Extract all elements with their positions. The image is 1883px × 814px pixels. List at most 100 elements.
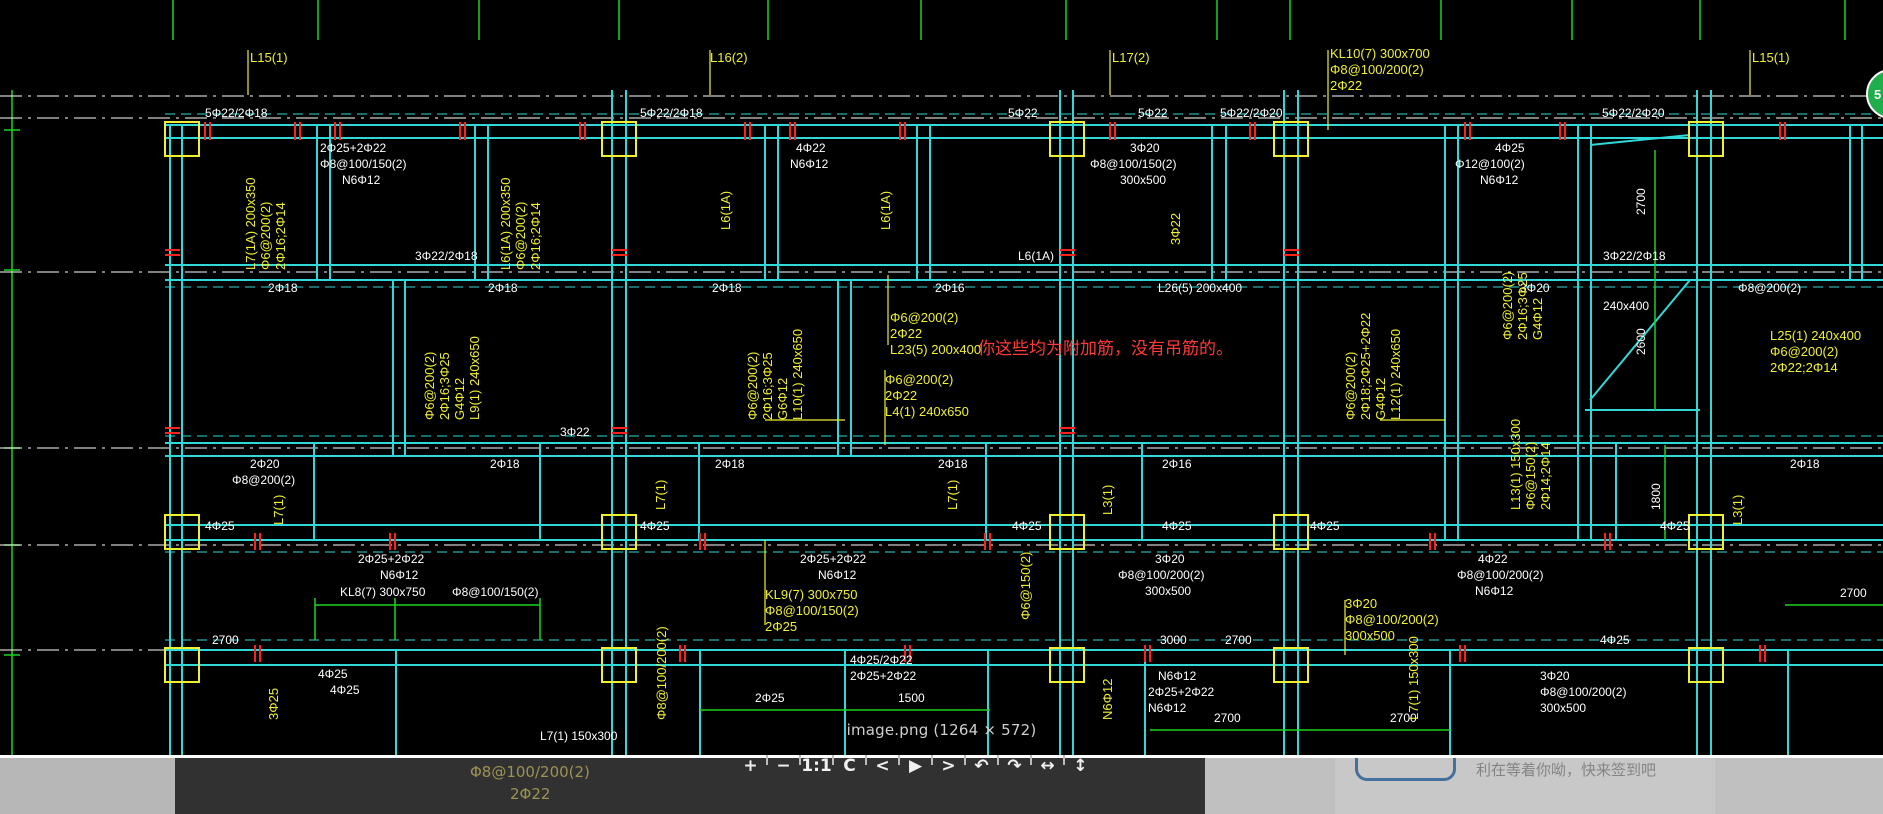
beam-label: L7(1) [271, 495, 286, 525]
rebar-label: 4Φ25 [318, 667, 348, 681]
background-rebar-text: 2Φ22 [510, 785, 551, 803]
rebar-label: N6Φ12 [380, 568, 419, 582]
leader-lines [247, 50, 1751, 655]
rebar-label: L6(1A) [1018, 249, 1054, 263]
stirrup-marks [165, 122, 1786, 662]
background-page: Φ8@100/200(2) 2Φ22 利在等着你呦，快来签到吧 [0, 755, 1883, 814]
dimension-label: 2700 [1390, 711, 1417, 725]
rebar-label: 2Φ25+2Φ22 [358, 552, 425, 566]
rebar-label: 2Φ25+2Φ22 [320, 141, 387, 155]
image-viewer: 你这些均为附加筋，没有吊筋的。 L15(1) L16(2) L17(2) KL1… [0, 0, 1883, 755]
beam-label: 2Φ22 [890, 326, 922, 341]
rebar-label: 240x400 [1603, 299, 1649, 313]
beam-label: L17(2) [1112, 50, 1150, 65]
beam-label: L7(1) [945, 480, 960, 510]
rebar-label: Φ12@100(2) [1455, 157, 1525, 171]
rebar-label: 3Φ20 [1130, 141, 1160, 155]
reset-button[interactable]: C [843, 756, 856, 776]
beam-label: Φ6@200(2) [513, 202, 528, 270]
dimension-label: 2700 [1214, 711, 1241, 725]
beam-label: L15(1) [250, 50, 288, 65]
beam-label: 2Φ16;3Φ25 [760, 352, 775, 420]
rebar-label: 3Φ20 [1520, 281, 1550, 295]
beam-label: L23(5) 200x400 [890, 342, 981, 357]
viewer-toolbar: + − 1:1 C < ▶ > ↶ ↷ ↔ ↕ [735, 753, 1096, 779]
beam-label: L25(1) 240x400 [1770, 328, 1861, 343]
rebar-label: 3Φ22/2Φ18 [415, 249, 478, 263]
beam-label: L15(1) [1752, 50, 1790, 65]
image-caption: image.png (1264 × 572) [846, 721, 1037, 739]
rebar-label: N6Φ12 [1480, 173, 1519, 187]
beam-label: Φ6@200(2) [1343, 352, 1358, 420]
beam-label: L13(1) 150x300 [1508, 419, 1523, 510]
rebar-label: 2Φ18 [712, 281, 742, 295]
rebar-label: 2Φ18 [1790, 457, 1820, 471]
rebar-label: N6Φ12 [1158, 669, 1197, 683]
beam-label: Φ6@200(2) [890, 310, 958, 325]
beam-label: Φ6@200(2) [1770, 344, 1838, 359]
rebar-label: Φ8@200(2) [1738, 281, 1801, 295]
play-icon[interactable]: ▶ [908, 756, 923, 776]
zoom-in-button[interactable]: + [743, 756, 758, 776]
beam-label: L3(1) [1100, 485, 1115, 515]
rotate-right-icon[interactable]: ↷ [1007, 756, 1022, 776]
beam-label: L6(1A) [718, 191, 733, 230]
beam-label: Φ6@200(2) [258, 202, 273, 270]
beam-label: 2Φ18;2Φ25+2Φ22 [1358, 313, 1373, 420]
next-button[interactable]: > [941, 756, 956, 776]
beam-label: Φ8@100/200(2) [654, 626, 669, 720]
flip-vertical-icon[interactable]: ↕ [1073, 756, 1088, 776]
rebar-label: L7(1) 150x300 [540, 729, 618, 743]
rebar-label: 2700 [1225, 633, 1252, 647]
beam-label: L6(1A) 200x350 [498, 177, 513, 270]
rebar-label: 4Φ25 [1310, 519, 1340, 533]
rebar-label: Φ8@100/200(2) [1457, 568, 1543, 582]
beam-label: Φ6@200(2) [885, 372, 953, 387]
rotate-left-icon[interactable]: ↶ [974, 756, 989, 776]
beam-label: L7(1) 150x300 [1406, 636, 1421, 720]
rebar-label: 4Φ22 [796, 141, 826, 155]
beam-label: KL10(7) 300x700 [1330, 46, 1430, 61]
beam-label: N6Φ12 [1100, 679, 1115, 720]
previous-button[interactable]: < [875, 756, 890, 776]
dimension-label: 1800 [1649, 483, 1663, 510]
rebar-label: N6Φ12 [342, 173, 381, 187]
rebar-label: 2Φ16 [935, 281, 965, 295]
rebar-label: 2Φ25+2Φ22 [800, 552, 867, 566]
beam-label: L12(1) 240x650 [1388, 329, 1403, 420]
beam-label: G4Φ12 [1373, 378, 1388, 420]
actual-size-button[interactable]: 1:1 [801, 756, 832, 776]
rebar-label: 4Φ25 [640, 519, 670, 533]
beam-label: L7(1A) 200x350 [243, 177, 258, 270]
beam-label: G4Φ12 [452, 378, 467, 420]
rebar-label: 3Φ22 [560, 425, 590, 439]
rebar-label: Φ8@100/200(2) [1540, 685, 1626, 699]
rebar-label: 3000 [1160, 633, 1187, 647]
beam-label: L4(1) 240x650 [885, 404, 969, 419]
beam-label: 3Φ22 [1168, 213, 1183, 245]
rebar-label: 5Φ22/2Φ18 [205, 106, 268, 120]
rebar-label: 2700 [212, 633, 239, 647]
rebar-label: 5Φ22/2Φ18 [640, 106, 703, 120]
beam-label: Φ6@200(2) [422, 352, 437, 420]
rebar-label: N6Φ12 [1148, 701, 1187, 715]
beam-label: Φ6@200(2) [1500, 272, 1515, 340]
beam-label: G6Φ12 [775, 378, 790, 420]
rebar-label: 2Φ18 [488, 281, 518, 295]
flip-horizontal-icon[interactable]: ↔ [1040, 756, 1055, 776]
rebar-label: 5Φ22 [1008, 106, 1038, 120]
rebar-label: 4Φ25 [330, 683, 360, 697]
rebar-label: 5Φ22/2Φ20 [1220, 106, 1283, 120]
beam-label: 300x500 [1345, 628, 1395, 643]
rebar-label: 3Φ20 [1540, 669, 1570, 683]
beam-label: Φ6@200(2) [745, 352, 760, 420]
rebar-labels: L15(1) L16(2) L17(2) KL10(7) 300x700 Φ8@… [205, 46, 1867, 743]
zoom-out-button[interactable]: − [776, 756, 791, 776]
beam-label: L10(1) 240x650 [790, 329, 805, 420]
rebar-label: 300x500 [1540, 701, 1586, 715]
rebar-label: 4Φ22 [1478, 552, 1508, 566]
beam-label: Φ8@100/150(2) [765, 603, 859, 618]
beam-label: 2Φ22 [885, 388, 917, 403]
beam-label: 2Φ14;2Φ14 [1538, 442, 1553, 510]
beam-label: L6(1A) [878, 191, 893, 230]
